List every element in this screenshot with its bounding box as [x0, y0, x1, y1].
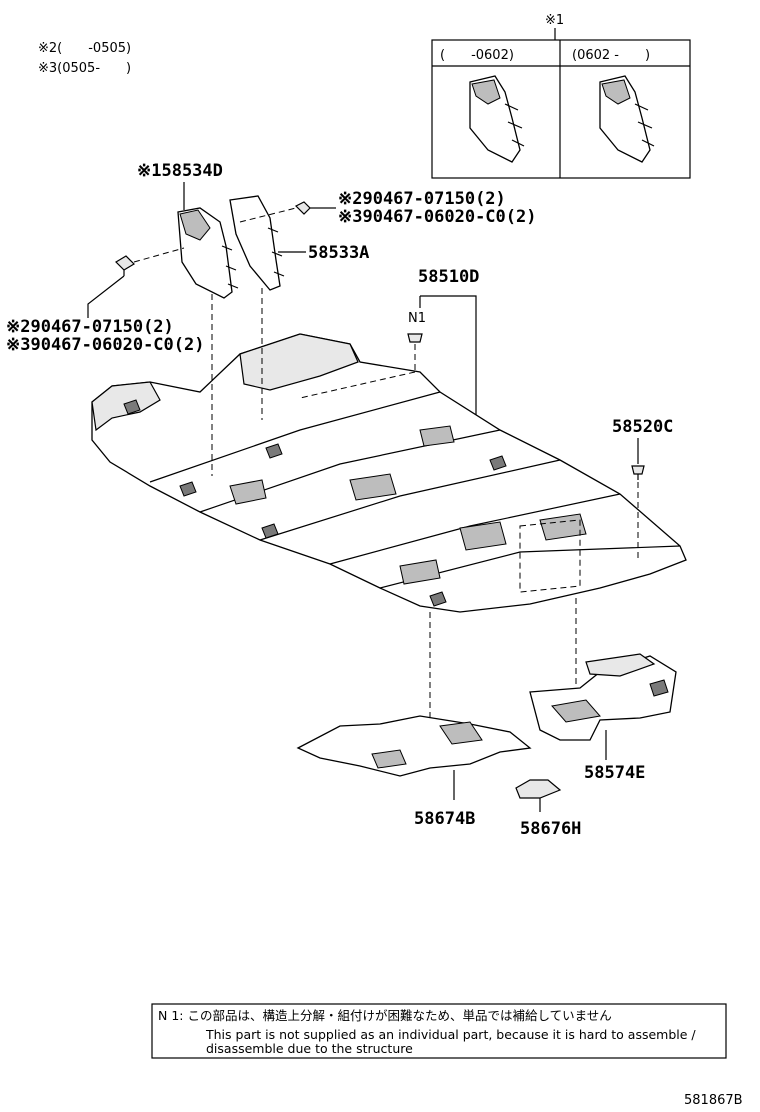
- screw-upper: [294, 201, 322, 215]
- screw-left: [115, 255, 135, 276]
- part-58676H: [515, 779, 562, 799]
- part-58674B: [296, 715, 532, 777]
- label-58510D: 58510D: [418, 267, 479, 287]
- label-90467-06020-upper: ※390467-06020-C0(2): [338, 207, 536, 227]
- label-90467-06020-lower: ※390467-06020-C0(2): [6, 335, 204, 355]
- label-90467-07150-lower: ※290467-07150(2): [6, 317, 174, 337]
- inset-part-late: [599, 75, 655, 163]
- footnote-en-2: disassemble due to the structure: [206, 1041, 413, 1056]
- label-58674B: 58674B: [414, 809, 475, 829]
- part-58574E: [529, 653, 677, 741]
- part-58533A: [229, 195, 285, 291]
- legend-line-2: ※3(0505- ): [38, 61, 131, 76]
- clip-58520C: [631, 465, 645, 480]
- inset-mark: ※1: [545, 13, 564, 28]
- label-90467-07150-upper: ※290467-07150(2): [338, 189, 506, 209]
- label-N1: N1: [408, 311, 426, 326]
- inset-col-1: ( -0602): [440, 48, 514, 63]
- inset-box: ( -0602) (0602 - ): [431, 39, 691, 179]
- clip-N1: [407, 333, 423, 343]
- label-58533A: 58533A: [308, 243, 369, 263]
- footnote-jp: N 1: この部品は、構造上分解・組付けが困難なため、単品では補給していません: [158, 1008, 612, 1023]
- label-58520C: 58520C: [612, 417, 673, 437]
- diagram-id: 581867B: [684, 1093, 743, 1108]
- part-58510D-floor-carpet: [91, 333, 687, 613]
- footnote-en-1: This part is not supplied as an individu…: [205, 1027, 696, 1042]
- part-58534D: [177, 207, 239, 299]
- inset-part-early: [469, 75, 525, 163]
- legend-line-1: ※2( -0505): [38, 41, 131, 56]
- inset-col-2: (0602 - ): [572, 48, 650, 63]
- label-58534D: ※158534D: [137, 161, 223, 181]
- footnote-box: N 1: この部品は、構造上分解・組付けが困難なため、単品では補給していません …: [151, 1003, 727, 1059]
- label-58574E: 58574E: [584, 763, 645, 783]
- label-58676H: 58676H: [520, 819, 581, 839]
